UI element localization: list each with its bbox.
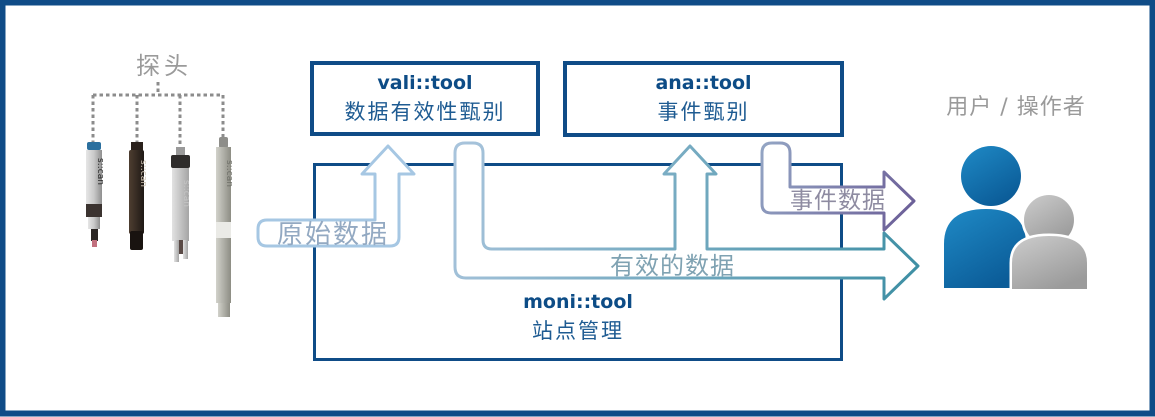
user-secondary-icon [1009,192,1090,292]
moni-tool-title: moni::tool [523,291,633,313]
probe-4-brand-text: s::can [224,160,234,187]
vali-tool-subtitle: 数据有效性甄别 [344,99,506,124]
moni-tool-box: moni::tool 站点管理 [313,163,843,361]
user-operator-label: 用户 / 操作者 [946,95,1086,120]
ana-tool-title: ana::tool [655,72,752,94]
raw-data-label: 原始数据 [277,220,390,250]
vali-tool-title: vali::tool [377,71,473,94]
valid-data-label: 有效的数据 [610,252,735,280]
event-data-label: 事件数据 [790,188,886,214]
probe-3: s::can [171,147,191,262]
ana-tool-box: ana::tool 事件甄别 [563,61,844,137]
probe-2: s::can [129,142,148,250]
ana-tool-subtitle: 事件甄别 [657,100,750,124]
probe-1-brand-text: s::can [95,158,105,185]
probes-label: 探头 [136,52,192,80]
probe-connector-dotted-lines [91,82,225,147]
vali-tool-box: vali::tool 数据有效性甄别 [310,61,540,136]
probe-2-brand-text: s::can [138,160,148,187]
probe-3-brand-text: s::can [181,180,191,207]
probe-1: s::can [86,142,105,247]
probe-4: s::can [216,137,234,317]
user-primary-icon [944,146,1026,288]
moni-tool-subtitle: 站点管理 [532,319,624,343]
